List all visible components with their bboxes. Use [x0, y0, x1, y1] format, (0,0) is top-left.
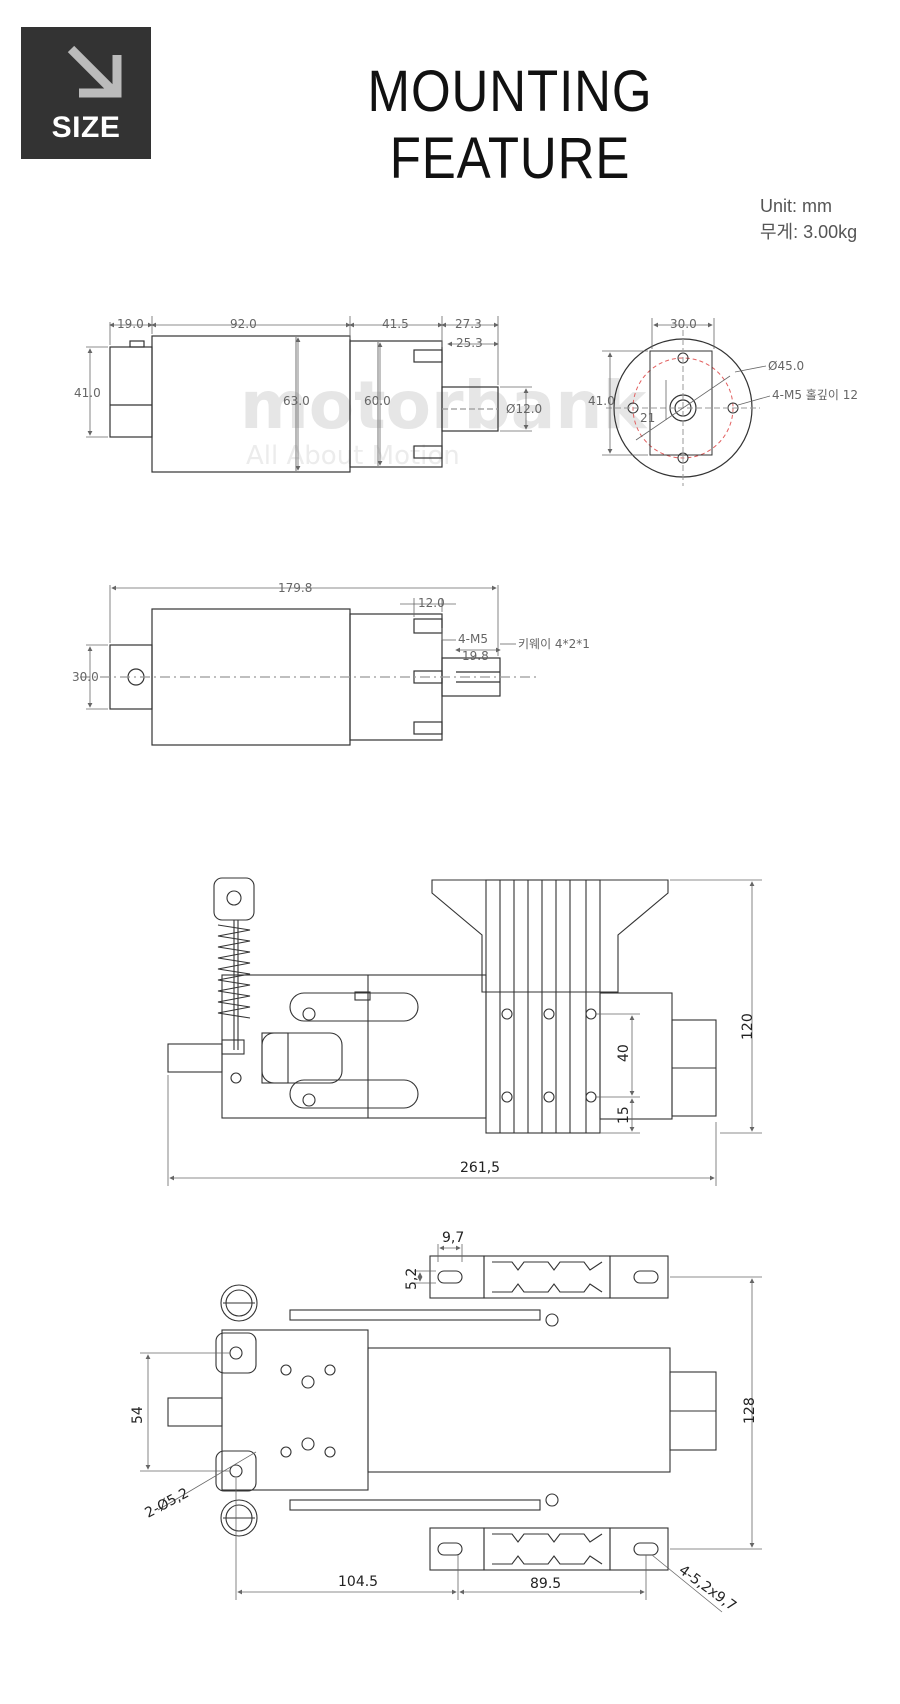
- dim-30: 30.0: [670, 317, 697, 331]
- dim-slots: 4-5,2x9,7: [676, 1562, 739, 1614]
- dim-179-8: 179.8: [278, 581, 312, 595]
- dim-60: 60.0: [364, 394, 391, 408]
- dim-m5: 4-M5: [458, 632, 488, 646]
- dim-key: 키웨이 4*2*1: [518, 637, 590, 651]
- side-view-dimensions: [86, 316, 532, 471]
- dim-21: 21: [640, 411, 655, 425]
- dim-128: 128: [742, 1397, 758, 1424]
- dim-92: 92.0: [230, 317, 257, 331]
- unit-label: Unit: mm: [760, 196, 832, 216]
- dim-41: 41.0: [74, 386, 101, 400]
- dim-41-5: 41.5: [382, 317, 409, 331]
- dim-9-7: 9,7: [442, 1230, 464, 1246]
- page-title: MOUNTING FEATURE: [367, 59, 653, 191]
- dim-19: 19.0: [117, 317, 144, 331]
- dim-5-2: 5,2: [404, 1268, 420, 1290]
- dim-63: 63.0: [283, 394, 310, 408]
- weight-label: 무게: 3.00kg: [760, 222, 858, 242]
- assembly-side-dimensions: [167, 879, 762, 1186]
- dim-30: 30.0: [72, 670, 99, 684]
- dim-shaft: Ø12.0: [506, 402, 542, 416]
- dim-pcd: Ø45.0: [768, 359, 804, 373]
- badge-label: SIZE: [51, 111, 121, 144]
- dim-holes: 4-M5 홀깊이 12: [772, 388, 858, 402]
- dim-holes-small: 2-Ø5,2: [142, 1485, 191, 1521]
- top-view-dimensions: [86, 585, 516, 710]
- dim-41: 41.0: [588, 394, 615, 408]
- side-view-labels: 19.0 92.0 41.5 27.3 25.3 41.0 63.0 60.0 …: [74, 317, 542, 416]
- dim-19-8: 19.8: [462, 649, 489, 663]
- motor-top-view: [80, 608, 540, 746]
- dim-27-3: 27.3: [455, 317, 482, 331]
- motor-front-view: [606, 330, 760, 486]
- dim-25-3: 25.3: [456, 336, 483, 350]
- assembly-side-view: [167, 877, 717, 1134]
- watermark: motorbank All About Motion: [240, 367, 648, 471]
- assembly-top-labels: 9,7 5,2 128 54 2-Ø5,2 104.5 89.5 4-5,2x9…: [130, 1230, 758, 1614]
- front-view-dimensions: [602, 318, 771, 456]
- dim-104-5: 104.5: [338, 1574, 378, 1590]
- dim-40: 40: [616, 1044, 632, 1062]
- assembly-top-view: [167, 1255, 717, 1571]
- dim-89-5: 89.5: [530, 1576, 561, 1592]
- dim-120: 120: [740, 1013, 756, 1040]
- assembly-top-dimensions: [140, 1244, 762, 1613]
- dim-261-5: 261,5: [460, 1160, 500, 1176]
- assembly-side-labels: 120 40 15 261,5: [460, 1013, 756, 1176]
- size-badge: SIZE: [21, 27, 151, 159]
- dim-12: 12.0: [418, 596, 445, 610]
- dim-15: 15: [616, 1106, 632, 1124]
- dim-54: 54: [130, 1406, 146, 1424]
- front-view-labels: 30.0 Ø45.0 4-M5 홀깊이 12 41.0 21: [588, 317, 858, 425]
- arrow-down-right-icon: [67, 45, 122, 98]
- top-view-labels: 179.8 12.0 4-M5 19.8 키웨이 4*2*1 30.0: [72, 581, 590, 684]
- spec-block: Unit: mm 무게: 3.00kg: [760, 193, 857, 245]
